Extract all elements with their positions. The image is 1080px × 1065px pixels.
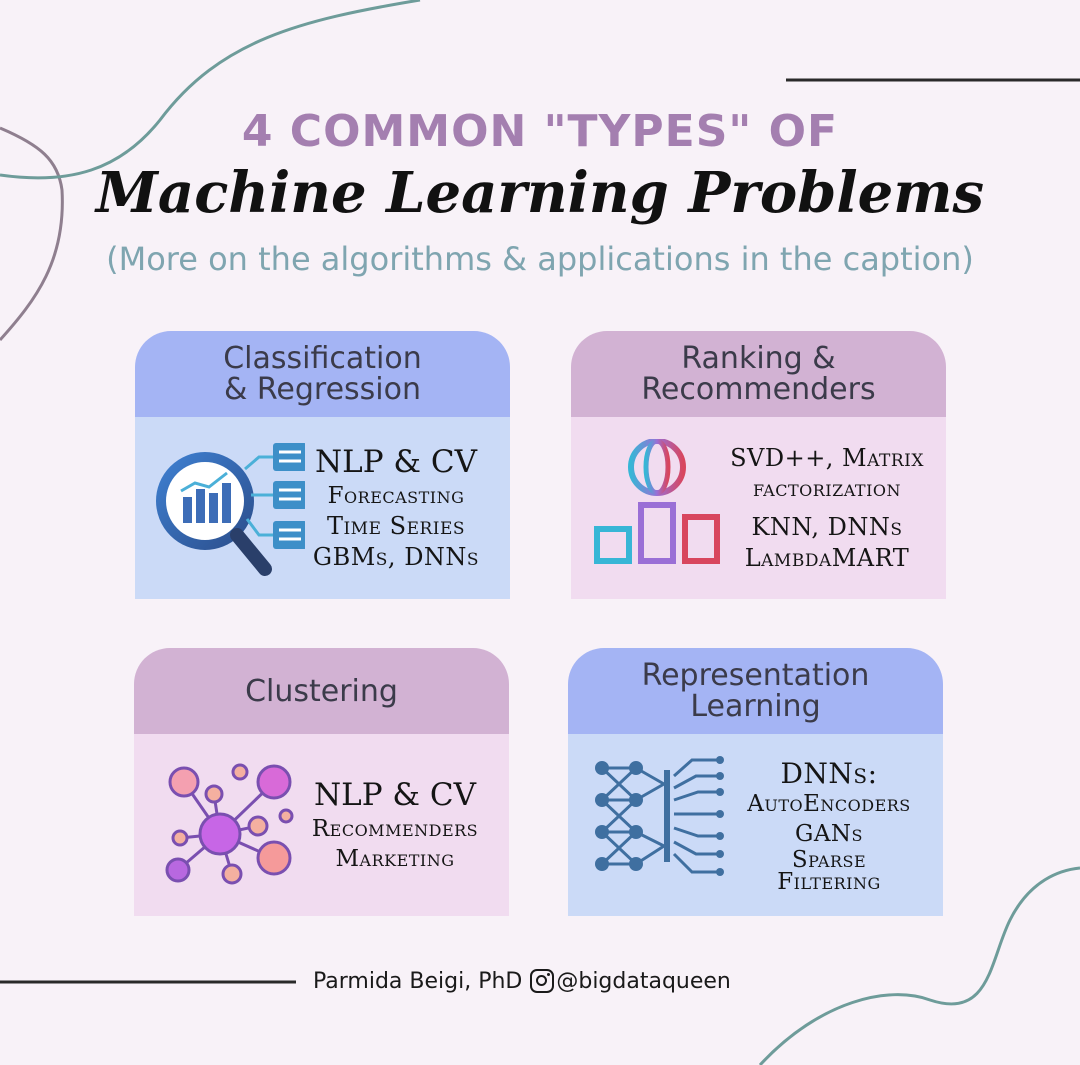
card-ranking-recommenders: Ranking &Recommenders SVD++, Matrix fact… — [571, 331, 946, 599]
card-heading-line: Recommenders — [641, 372, 876, 407]
term-item: Filtering — [777, 868, 881, 895]
term-item: Forecasting — [327, 483, 465, 509]
card-body: NLP & CV Forecasting Time Series GBMs, D… — [135, 417, 510, 599]
card-heading: Classification& Regression — [135, 331, 510, 417]
card-heading: Ranking &Recommenders — [571, 331, 946, 417]
term-item: GBMs, DNNs — [312, 543, 480, 571]
card-classification-regression: Classification& Regression — [135, 331, 510, 599]
term-item: SVD++, Matrix — [730, 443, 924, 472]
globe-ranking-icon — [591, 438, 731, 579]
card-terms: NLP & CV Recommenders Marketing — [295, 744, 495, 906]
instagram-handle: @bigdataqueen — [556, 968, 731, 994]
term-item: NLP & CV — [314, 777, 476, 813]
term-item: Sparse — [791, 846, 867, 873]
card-heading-line: & Regression — [223, 372, 421, 407]
card-heading-line: Classification — [223, 341, 422, 376]
card-heading-line: Ranking & — [681, 341, 836, 376]
term-item: Marketing — [335, 846, 455, 872]
card-terms: NLP & CV Forecasting Time Series GBMs, D… — [296, 427, 496, 589]
card-body: DNNs: AutoEncoders GANs Sparse Filtering — [568, 734, 943, 916]
card-body: SVD++, Matrix factorization KNN, DNNs La… — [571, 417, 946, 599]
card-body: NLP & CV Recommenders Marketing — [134, 734, 509, 916]
page-subtitle: (More on the algorithms & applications i… — [106, 240, 974, 278]
term-item: Time Series — [326, 512, 466, 540]
term-item: NLP & CV — [315, 444, 477, 480]
term-item: DNNs: — [780, 756, 878, 790]
page-title: Machine Learning Problems — [95, 160, 985, 226]
card-heading-line: Representation — [641, 658, 870, 693]
analytics-magnifier-icon — [155, 439, 307, 579]
card-clustering: Clustering — [134, 648, 509, 916]
card-heading-line: Learning — [690, 689, 821, 724]
instagram-icon — [530, 969, 555, 993]
term-item: LambdaMART — [744, 543, 910, 572]
term-item: AutoEncoders — [747, 790, 911, 817]
footer-credit: Parmida Beigi, PhD @bigdataqueen — [313, 963, 731, 999]
card-terms: DNNs: AutoEncoders GANs Sparse Filtering — [729, 744, 929, 906]
card-terms: SVD++, Matrix factorization KNN, DNNs La… — [722, 427, 932, 589]
term-item: KNN, DNNs — [751, 512, 903, 541]
card-heading: Clustering — [134, 648, 509, 734]
title-eyebrow: 4 COMMON "TYPES" OF — [241, 106, 839, 157]
term-item: GANs — [794, 820, 864, 847]
cluster-nodes-icon — [154, 756, 294, 896]
neural-network-icon — [588, 756, 728, 896]
author-name: Parmida Beigi, PhD — [313, 968, 523, 994]
card-heading-line: Clustering — [245, 673, 398, 709]
term-item: factorization — [752, 475, 902, 502]
term-item: Recommenders — [311, 816, 479, 842]
